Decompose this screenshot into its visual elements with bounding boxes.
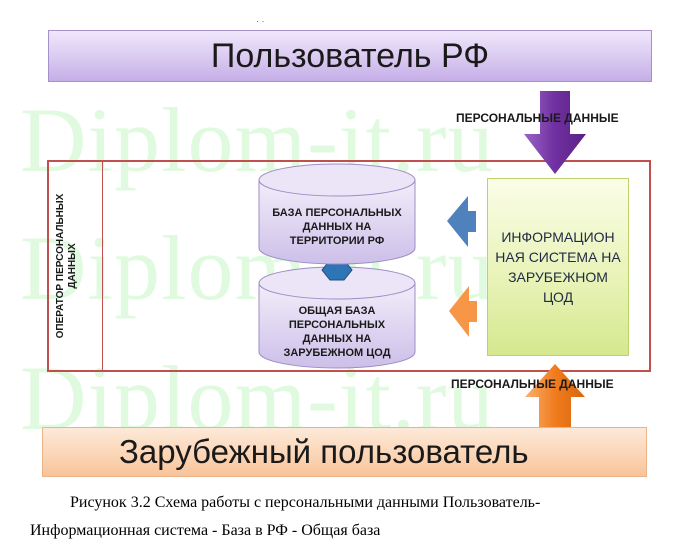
top-mark: · · [256,16,265,26]
foreign-db-cylinder [258,266,416,369]
orange-left-arrow [449,286,477,337]
caption-line-2: Информационная система - База в РФ - Общ… [30,522,381,539]
foreign-db-label: ОБЩАЯ БАЗА ПЕРСОНАЛЬНЫХ ДАННЫХ НА ЗАРУБЕ… [283,305,391,359]
operator-frame [47,160,651,372]
personal-data-label-bottom: ПЕРСОНАЛЬНЫЕ ДАННЫЕ [451,377,614,391]
purple-down-arrow [524,91,586,174]
blue-left-arrow [447,196,476,247]
caption-line-1: Рисунок 3.2 Схема работы с персональными… [70,494,541,511]
rf-db-cylinder [258,163,416,265]
foreign-user-banner: Зарубежный пользователь [42,427,647,477]
operator-column [47,160,103,372]
russian-user-banner: Пользователь РФ [48,30,652,82]
rf-db-label: БАЗА ПЕРСОНАЛЬНЫХ ДАННЫХ НА ТЕРРИТОРИИ Р… [272,207,402,247]
orange-up-arrow [525,364,585,428]
info-system-box: ИНФОРМАЦИОН НАЯ СИСТЕМА НА ЗАРУБЕЖНОМ ЦО… [487,178,629,356]
figure-caption: Рисунок 3.2 Схема работы с персональными… [30,489,650,545]
personal-data-label-top: ПЕРСОНАЛЬНЫЕ ДАННЫЕ [456,111,619,125]
